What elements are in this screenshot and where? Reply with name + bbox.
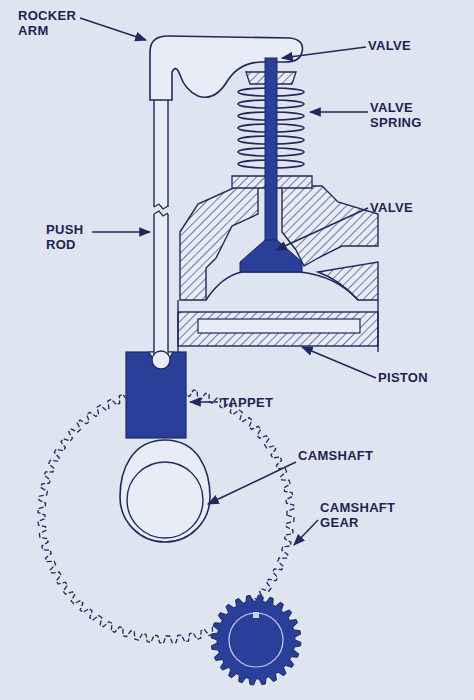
gear-keyway <box>253 612 259 618</box>
part-label: PISTON <box>378 370 458 385</box>
part-label: ROCKER ARM <box>18 8 82 38</box>
part-label: CAMSHAFT GEAR <box>320 500 400 530</box>
leader-line <box>190 401 218 403</box>
cylinder-wall <box>377 300 378 352</box>
crankshaft-gear <box>211 595 301 685</box>
part-label: PUSH ROD <box>46 222 92 252</box>
leader-line <box>276 208 368 250</box>
cylinder-wall <box>177 300 178 352</box>
piston-crown <box>198 319 360 333</box>
part-label: CAMSHAFT <box>298 448 398 463</box>
rocker-arm <box>150 36 303 100</box>
leader-line <box>310 111 368 113</box>
leader-line <box>92 231 150 233</box>
leader-line <box>208 462 296 504</box>
combustion-chamber <box>206 272 358 300</box>
leader-line <box>80 18 146 40</box>
cam-lobe <box>120 440 210 542</box>
cylinder-head-right-lower <box>318 262 378 300</box>
leader-line <box>282 47 366 58</box>
leader-line <box>294 520 318 545</box>
valve-head <box>240 240 302 272</box>
part-label: VALVE SPRING <box>370 100 440 130</box>
push-rod-break-line <box>154 204 168 209</box>
part-label: TAPPET <box>221 395 301 410</box>
cylinder-head-left <box>180 186 258 300</box>
push-rod-ball <box>152 351 170 369</box>
part-label: VALVE <box>370 200 450 215</box>
part-label: VALVE <box>368 38 448 53</box>
push-rod <box>154 96 168 358</box>
camshaft-circle <box>127 462 203 538</box>
piston <box>178 312 378 346</box>
tappet-body <box>126 352 186 438</box>
leader-line <box>302 347 376 378</box>
valve-stem <box>265 58 277 244</box>
push-rod-break-line <box>154 211 168 216</box>
gear-hub <box>229 613 283 667</box>
